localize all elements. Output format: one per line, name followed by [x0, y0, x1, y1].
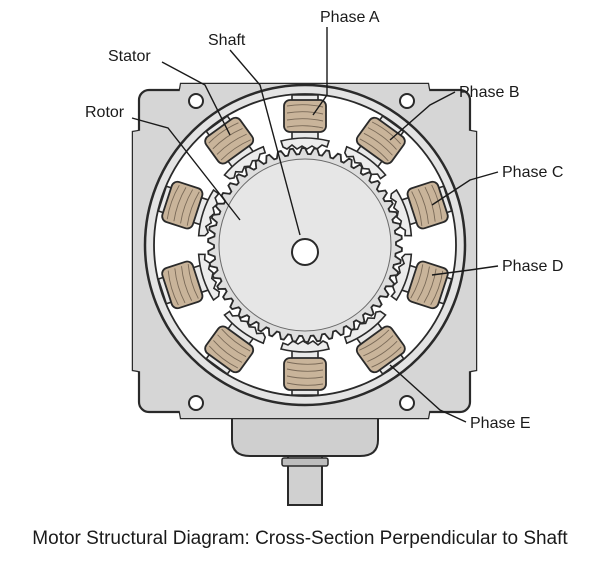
winding — [283, 357, 327, 391]
winding-strand — [431, 184, 443, 220]
winding-strand — [286, 104, 324, 108]
winding-strand — [417, 189, 429, 224]
winding-strand — [359, 329, 390, 351]
winding-strand — [363, 335, 394, 357]
pole-shoe — [390, 253, 413, 302]
winding-strand — [213, 340, 243, 363]
winding-strand — [173, 187, 187, 222]
stator — [157, 94, 453, 396]
winding-strand — [208, 345, 239, 369]
label-shaft: Shaft — [208, 32, 246, 49]
leader-phase-c — [431, 171, 499, 206]
winding-strand — [410, 264, 424, 299]
winding-strand — [359, 138, 389, 162]
bolt-hole — [188, 93, 204, 109]
label-phase-b: Phase B — [459, 84, 519, 101]
winding-strand — [286, 118, 324, 122]
pole-shoe — [223, 145, 267, 180]
winding — [161, 180, 204, 230]
pole-shoe — [197, 253, 221, 302]
winding-strand — [411, 191, 423, 227]
leader-phase-b — [389, 91, 456, 141]
winding-strand — [416, 266, 430, 301]
winding-strand — [367, 127, 397, 150]
stator-pole — [204, 310, 267, 376]
bolt-hole — [399, 395, 415, 411]
stator-pole — [279, 94, 331, 150]
pole-shoe — [343, 310, 387, 345]
stator-pole — [204, 114, 267, 180]
bottom-boss — [231, 411, 379, 457]
label-phase-e: Phase E — [470, 415, 530, 432]
winding-strand — [181, 266, 193, 301]
winding-strand — [363, 132, 393, 156]
winding-strand — [424, 186, 436, 222]
winding-strand — [186, 191, 200, 226]
winding-strand — [167, 270, 179, 306]
stator-pole — [157, 180, 220, 237]
motor-diagram: Phase A Phase B Phase C Phase D Phase E … — [85, 9, 563, 506]
stator-pole — [390, 253, 453, 310]
shaft — [291, 238, 319, 266]
winding-strand — [187, 263, 199, 299]
shaft-extension — [281, 454, 329, 506]
pole-shoe — [279, 137, 331, 150]
label-rotor: Rotor — [85, 104, 125, 121]
winding-strand — [371, 346, 402, 368]
winding-strand — [367, 340, 398, 362]
label-phase-a: Phase A — [320, 9, 380, 26]
diagram-caption: Motor Structural Diagram: Cross-Section … — [32, 528, 568, 549]
winding-strand — [180, 189, 194, 224]
winding-strand — [217, 334, 247, 358]
winding-strand — [286, 368, 324, 372]
shaft-circle — [291, 238, 319, 266]
winding-strand — [166, 185, 180, 220]
winding-strand — [286, 361, 324, 365]
bolt-holes — [188, 93, 415, 411]
winding-strand — [371, 121, 402, 145]
stator-pole — [279, 340, 331, 396]
pole-shoe — [343, 145, 387, 180]
winding-strand — [216, 133, 247, 155]
winding — [283, 99, 327, 133]
leader-shaft — [229, 49, 301, 236]
boss-body — [231, 411, 379, 457]
stator-pole — [343, 310, 406, 376]
leader-phase-e — [389, 364, 467, 423]
pole-shoe — [223, 310, 267, 345]
leader-stator — [161, 61, 231, 136]
pole-shoe — [389, 188, 413, 237]
winding — [161, 260, 204, 310]
leader-phase-a — [312, 27, 328, 116]
stator-pole — [343, 114, 406, 180]
winding-strand — [174, 268, 186, 304]
pole-shoe — [279, 340, 331, 353]
leader-phase-d — [431, 265, 499, 276]
winding-strand — [286, 125, 324, 129]
winding-strand — [423, 268, 437, 303]
shaft-collar — [281, 457, 329, 467]
stator-pole — [389, 180, 453, 237]
winding — [406, 180, 449, 230]
label-stator: Stator — [108, 48, 151, 65]
winding-strand — [212, 128, 243, 150]
winding-strand — [220, 139, 251, 161]
winding-strand — [221, 328, 251, 352]
winding-strand — [286, 375, 324, 379]
winding — [355, 116, 406, 165]
winding — [406, 260, 449, 310]
winding-strand — [208, 122, 239, 144]
bolt-hole — [399, 93, 415, 109]
label-phase-c: Phase C — [502, 164, 563, 181]
pole-shoe — [197, 188, 220, 237]
label-phase-d: Phase D — [502, 258, 563, 275]
stator-pole — [157, 253, 221, 310]
leader-lines — [131, 27, 499, 423]
leader-rotor — [131, 117, 241, 221]
winding-strand — [286, 382, 324, 386]
bolt-hole — [188, 395, 204, 411]
winding — [204, 325, 255, 374]
winding-strand — [286, 111, 324, 115]
